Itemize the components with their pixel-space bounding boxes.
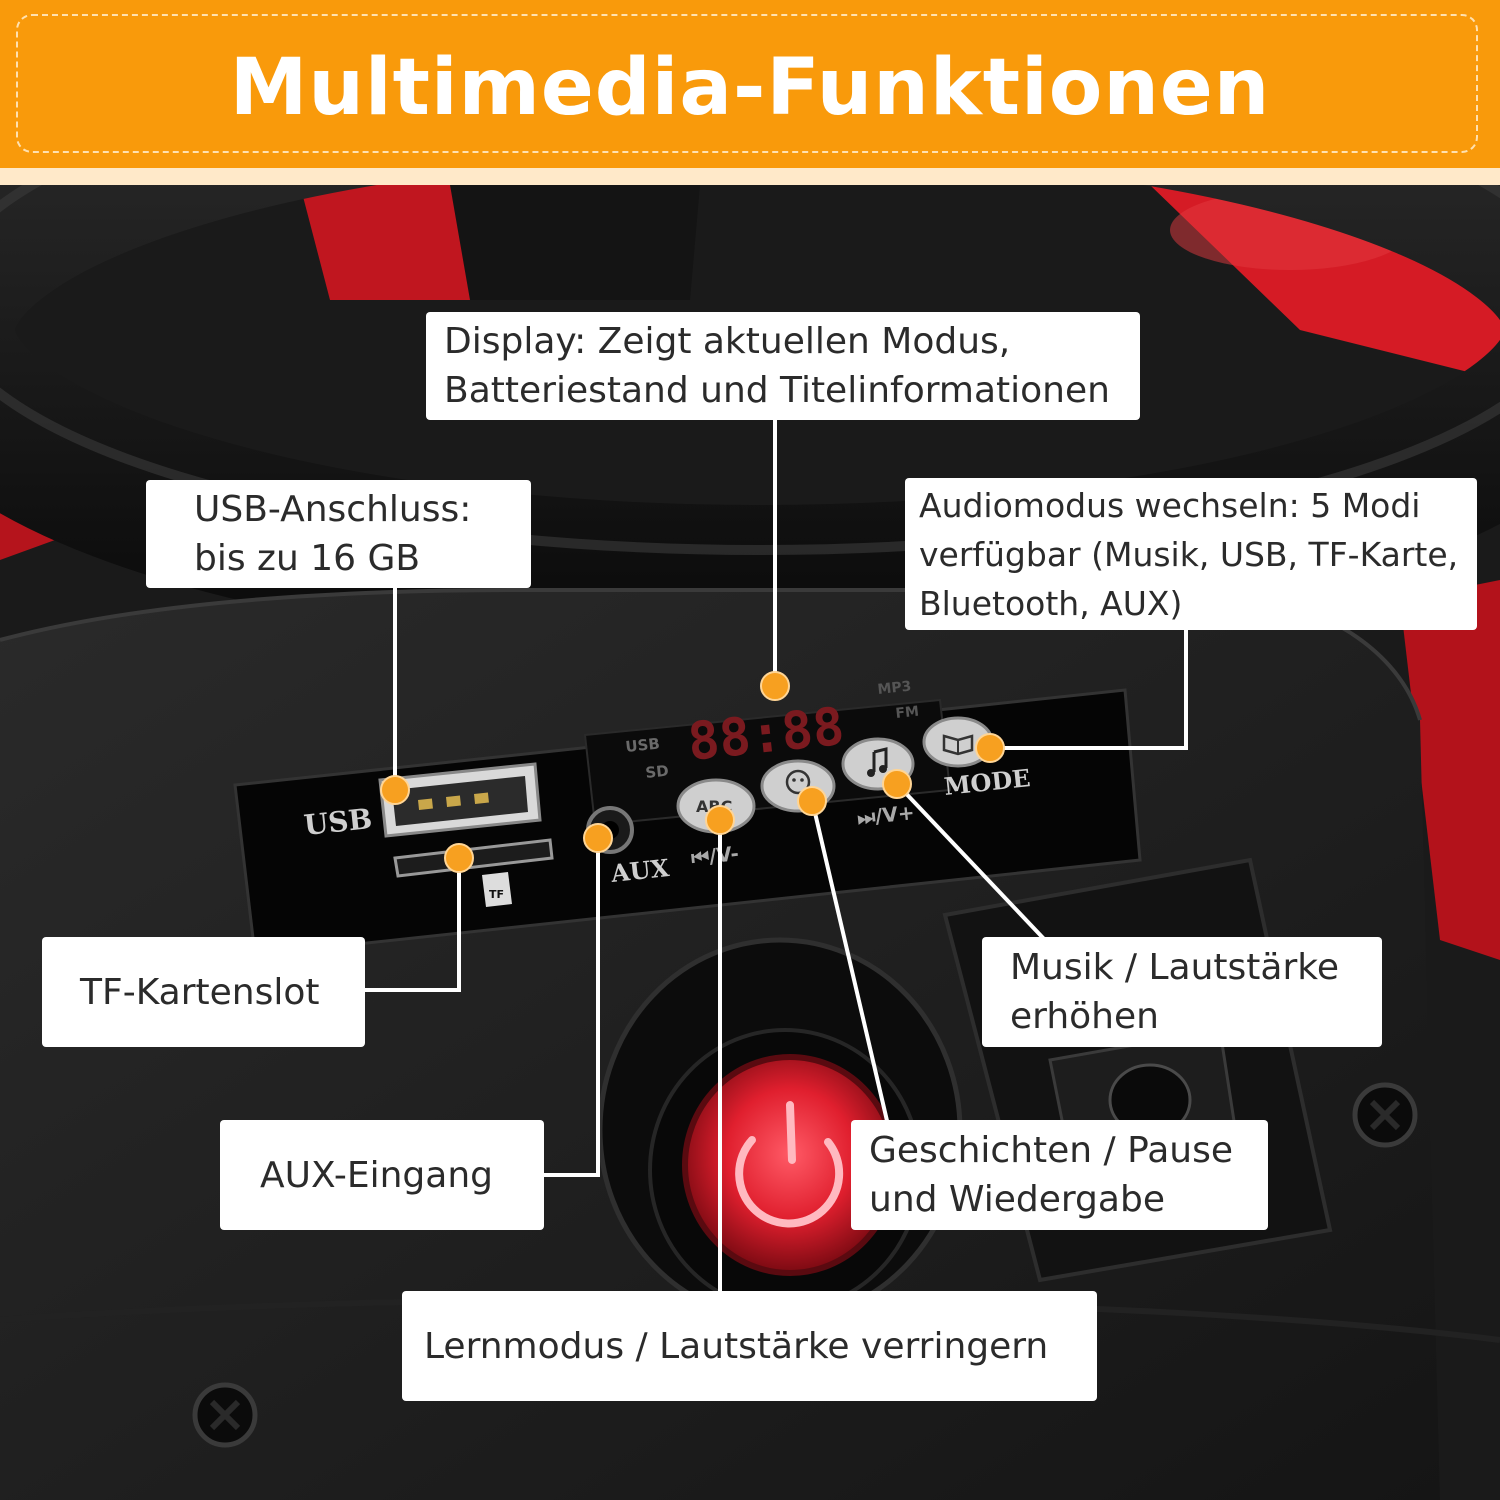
usb-port[interactable] <box>378 762 542 838</box>
power-icon <box>735 1101 844 1228</box>
music-callout: Musik / Lautstärke erhöhen <box>982 937 1382 1047</box>
usb-callout: USB-Anschluss: bis zu 16 GB <box>146 480 531 588</box>
music-note-icon <box>867 747 888 777</box>
sd-card-icon: TF <box>482 872 512 907</box>
aux-marker-dot <box>583 823 613 853</box>
tf-callout: TF-Kartenslot <box>42 937 365 1047</box>
stories-leader <box>810 799 890 1126</box>
audiomode-callout: Audiomodus wechseln: 5 Modi verfügbar (M… <box>905 478 1477 630</box>
usb-port-label: USB <box>302 802 373 842</box>
screen-sd-indicator: SD <box>645 762 670 782</box>
music-leader <box>895 782 1047 942</box>
mode-marker-dot <box>975 733 1005 763</box>
aux-port-label: AUX <box>609 853 671 888</box>
screen-usb-indicator: USB <box>625 734 661 755</box>
banner-bottom-strip <box>0 168 1500 185</box>
page-title: Multimedia-Funktionen <box>229 43 1271 133</box>
display-marker-dot <box>760 671 790 701</box>
usb-marker-dot <box>380 775 410 805</box>
aux-leader <box>543 838 600 1177</box>
stories-callout: Geschichten / Pause und Wiedergabe <box>851 1120 1268 1230</box>
next-volume-up-label: ⏭/V+ <box>856 800 916 830</box>
learn-marker-dot <box>705 805 735 835</box>
screen-fm-indicator: FM <box>895 704 920 722</box>
screw-icon <box>1352 1082 1418 1148</box>
audiomode-leader <box>990 628 1188 750</box>
tf-marker-dot <box>444 843 474 873</box>
learn-callout: Lernmodus / Lautstärke verringern <box>402 1291 1097 1401</box>
screen-mp3-indicator: MP3 <box>877 679 912 698</box>
display-callout: Display: Zeigt aktuellen Modus, Batterie… <box>426 312 1140 420</box>
power-button[interactable] <box>682 1054 898 1276</box>
book-icon <box>942 734 974 756</box>
aux-callout: AUX-Eingang <box>220 1120 544 1230</box>
title-banner: Multimedia-Funktionen <box>0 0 1500 185</box>
banner-dashed-frame <box>16 14 1478 153</box>
prev-volume-down-label: ⏮/V- <box>690 841 740 870</box>
mode-button[interactable] <box>922 716 994 768</box>
music-marker-dot <box>882 769 912 799</box>
screw-icon <box>192 1382 258 1448</box>
stories-marker-dot <box>797 786 827 816</box>
tf-leader <box>363 858 461 992</box>
svg-text:TF: TF <box>489 888 504 901</box>
